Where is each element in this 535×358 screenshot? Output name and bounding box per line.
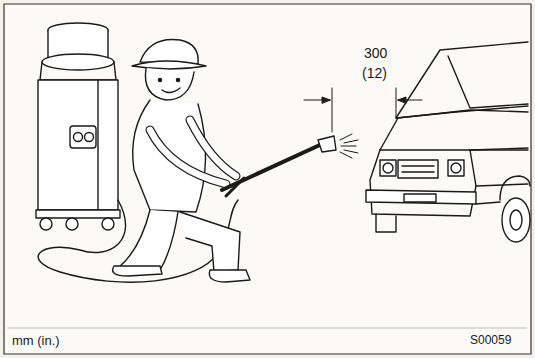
operator (113, 39, 250, 282)
figure-code: S00059 (470, 334, 511, 347)
frame (4, 4, 531, 354)
dimension-lines (304, 88, 422, 132)
footer-rule (8, 328, 527, 329)
dimension-value: 300 (364, 46, 387, 61)
dimension-value-inch: (12) (362, 66, 387, 81)
car (366, 42, 530, 242)
spray-wand (222, 134, 358, 196)
steam-cleaner (36, 23, 120, 230)
unit-note: mm (in.) (12, 334, 60, 348)
